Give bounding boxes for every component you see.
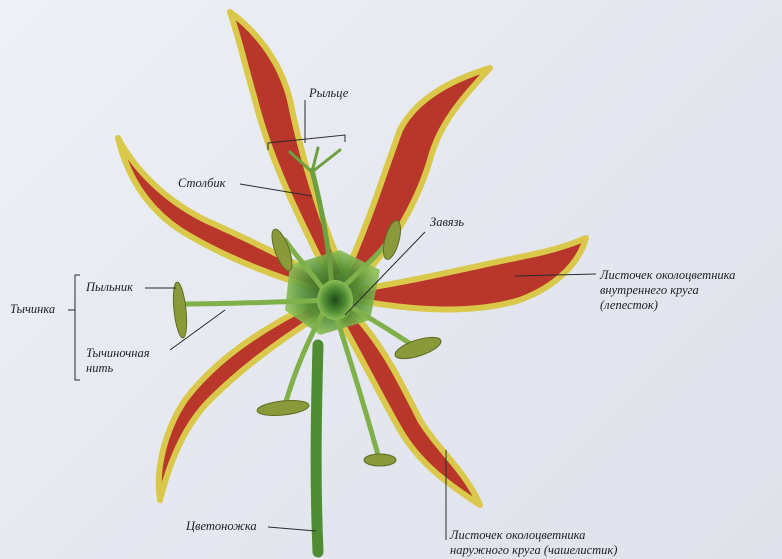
- label-stigma: Рыльце: [309, 86, 348, 101]
- label-ovary: Завязь: [430, 215, 464, 230]
- label-anther: Пыльник: [86, 280, 133, 295]
- ovary: [317, 280, 353, 320]
- label-filament: Тычиночная нить: [86, 346, 150, 376]
- label-pedicel: Цветоножка: [186, 519, 257, 534]
- petal-bottom-right: [340, 310, 480, 505]
- label-inner-tepal: Листочек околоцветника внутреннего круга…: [600, 268, 735, 313]
- label-style: Столбик: [178, 176, 225, 191]
- label-stamen: Тычинка: [10, 302, 55, 317]
- label-outer-tepal: Листочек околоцветника наружного круга (…: [450, 528, 617, 558]
- petal-top-right: [345, 68, 490, 285]
- pedicel: [316, 345, 318, 552]
